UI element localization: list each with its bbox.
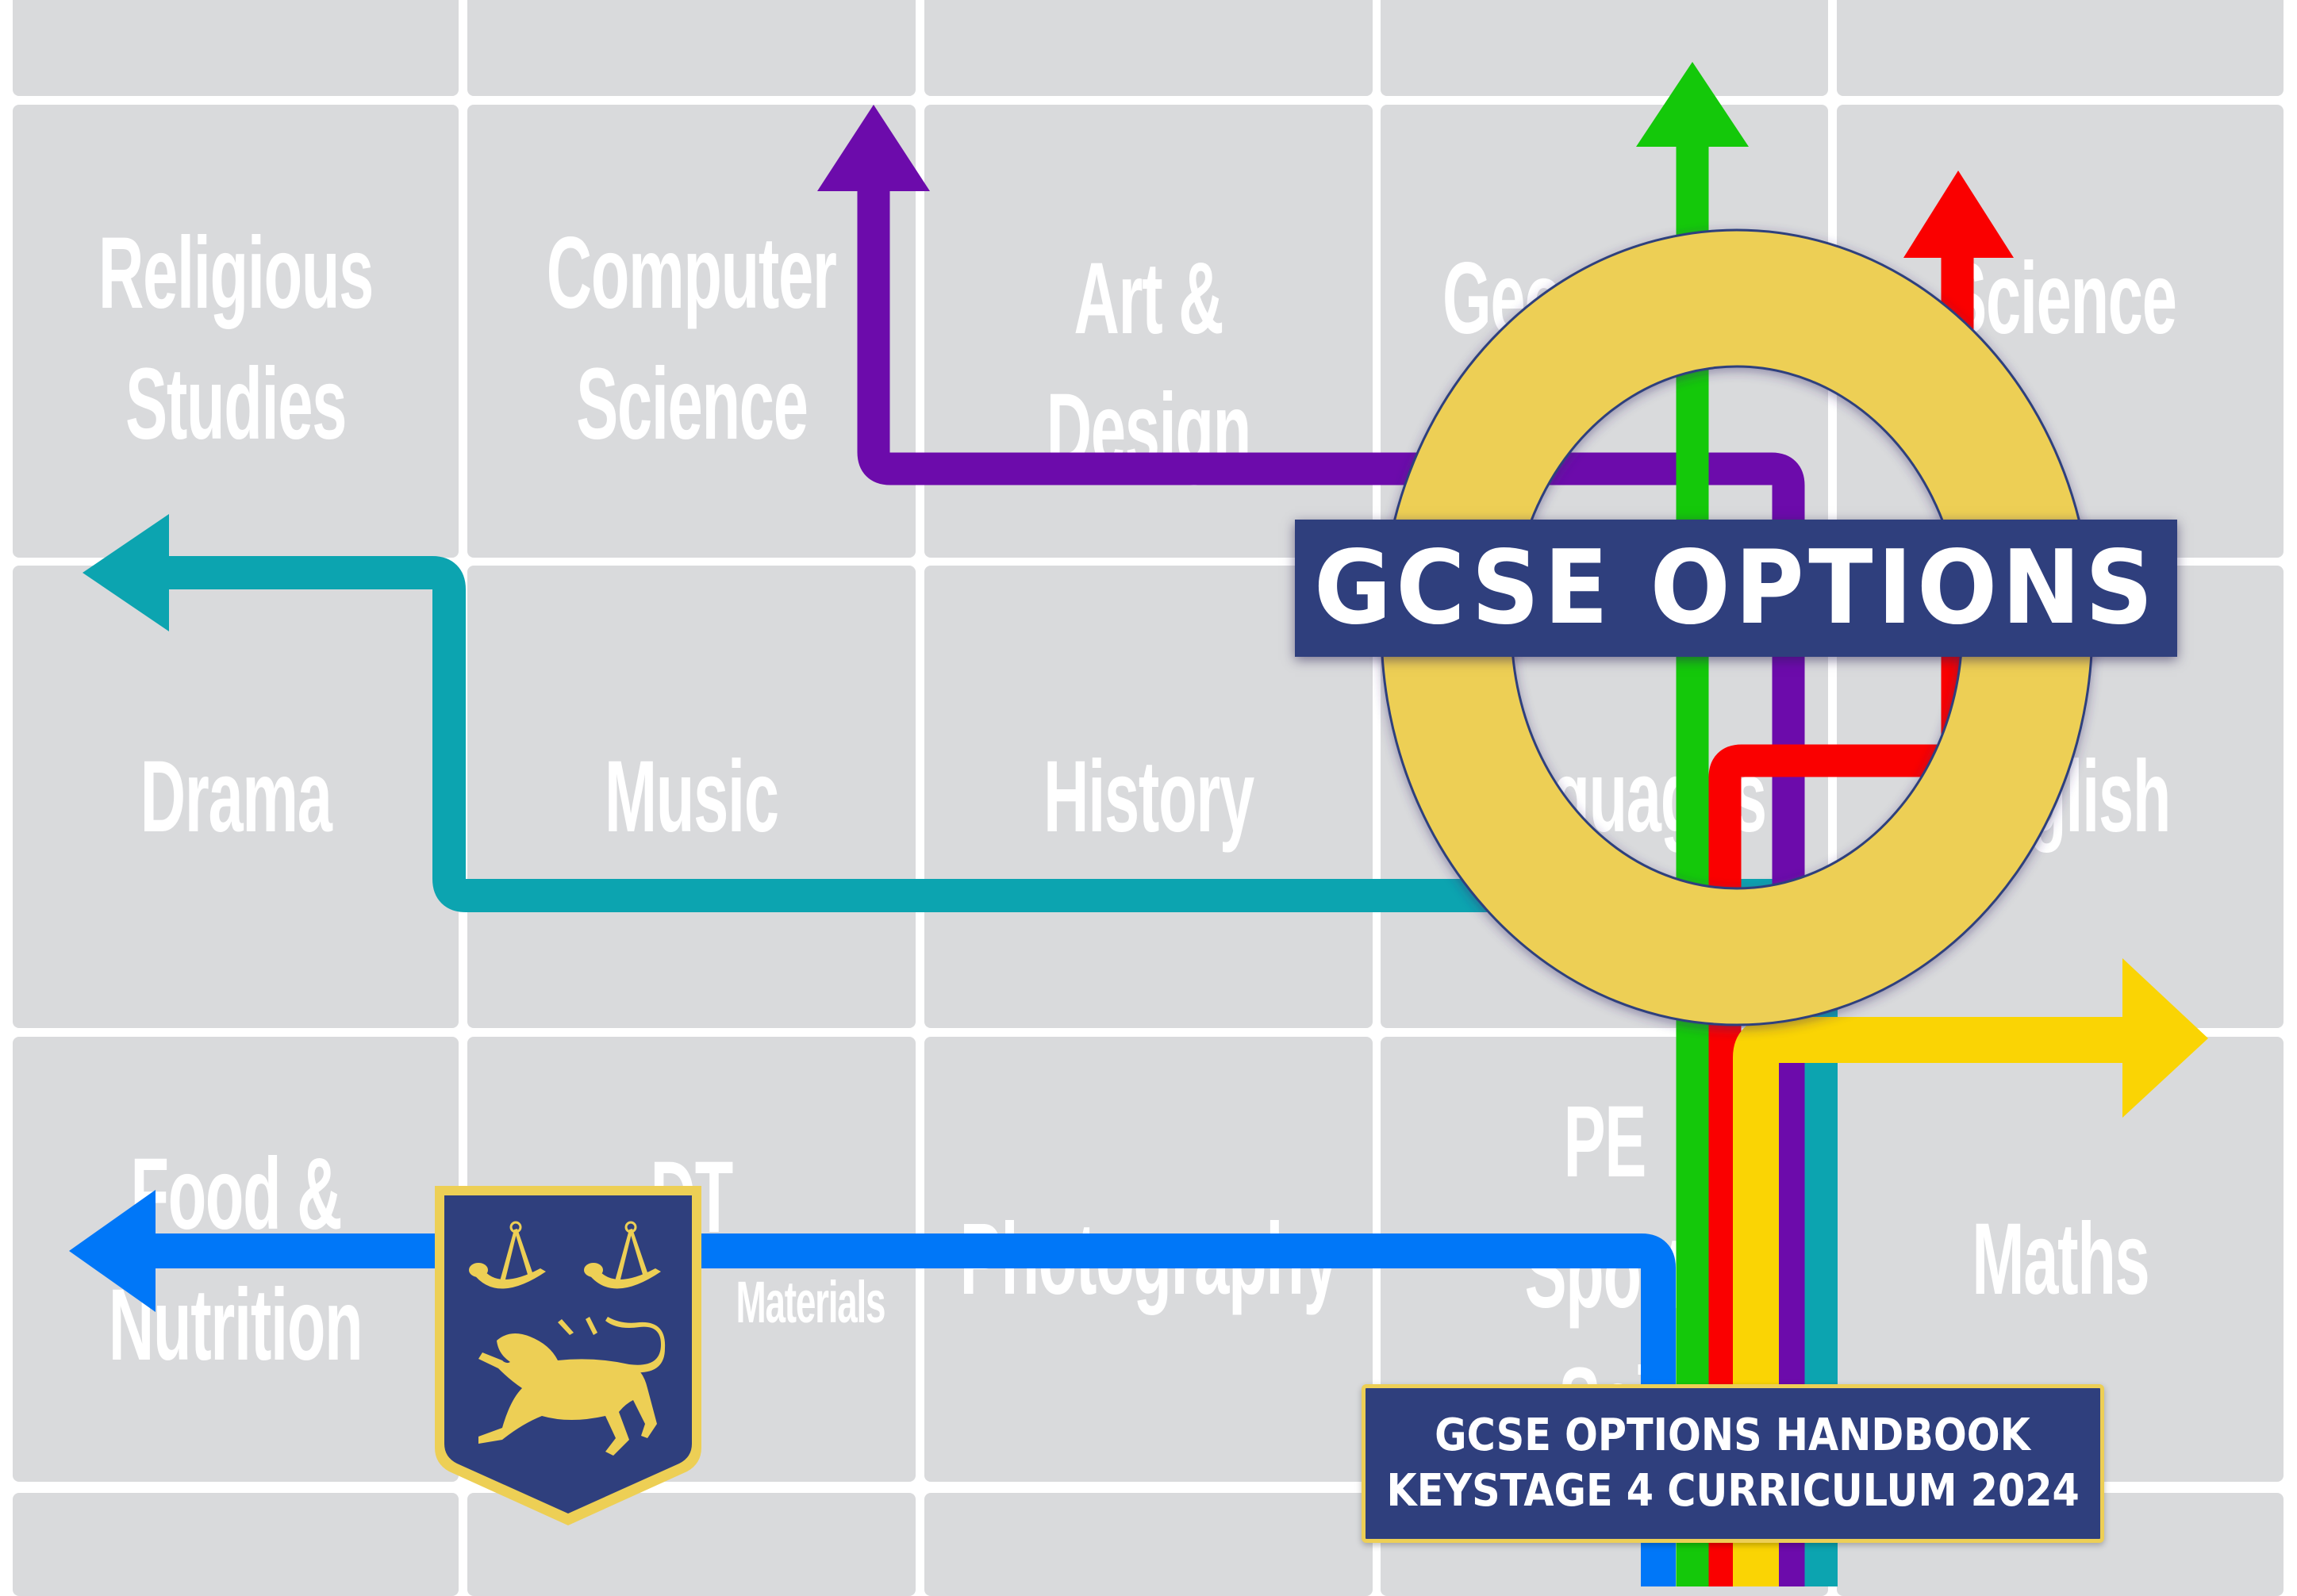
bugle-horn-icon	[584, 1221, 661, 1289]
grid-cell-empty	[13, 0, 459, 96]
route-teal-drama	[83, 514, 1838, 1586]
subject-label: Science	[1944, 242, 2177, 355]
school-crest-icon	[435, 1186, 701, 1525]
handbook-label: GCSE OPTIONS HANDBOOK KEYSTAGE 4 CURRICU…	[1362, 1384, 2104, 1543]
grid-cell-empty	[1381, 0, 1828, 96]
subject-label: Maths	[1971, 1203, 2149, 1316]
subject-label: History	[1043, 740, 1254, 854]
route-purple-computer-science	[817, 105, 1805, 1586]
route-yellow-maths	[1733, 958, 2208, 1586]
handbook-title: GCSE OPTIONS HANDBOOK	[1435, 1410, 2031, 1461]
lion-icon	[478, 1317, 666, 1456]
subject-label: Music	[605, 740, 779, 854]
grid-cell-empty	[924, 0, 1373, 96]
arrow-right-icon	[2122, 958, 2208, 1118]
arrow-up-icon	[1636, 62, 1749, 147]
roundel-ring	[1380, 228, 2094, 1026]
subject-label: Religious	[98, 217, 374, 330]
subject-label: Computer	[547, 217, 837, 330]
route-green-geography	[1636, 62, 1749, 1586]
grid-cell-empty	[13, 1493, 459, 1596]
subject-label: PE	[1563, 1085, 1646, 1199]
arrow-up-icon	[817, 105, 930, 191]
grid-cell-empty	[467, 0, 916, 96]
grid-cell-empty	[924, 1493, 1373, 1596]
handbook-subtitle: KEYSTAGE 4 CURRICULUM 2024	[1386, 1465, 2080, 1517]
arrow-up-icon	[1903, 171, 2014, 258]
subject-cell-drama: Drama	[13, 566, 459, 1028]
subject-label: Art &	[1074, 242, 1224, 355]
arrow-left-icon	[83, 514, 169, 631]
title-banner: GCSE OPTIONS	[1295, 520, 2177, 657]
subject-label: Materials	[736, 1269, 886, 1335]
subject-label: Science	[575, 347, 809, 461]
grid-cell-empty	[1837, 0, 2284, 96]
route-blue-food-nutrition	[69, 1190, 1676, 1586]
subject-label: Studies	[125, 347, 347, 461]
page-title: GCSE OPTIONS	[1314, 529, 2158, 647]
bugle-horn-icon	[469, 1221, 546, 1289]
subject-cell-religious-studies: Religious Studies	[13, 105, 459, 558]
subject-cell-music: Music	[467, 566, 916, 1028]
arrow-left-icon	[69, 1190, 156, 1312]
subject-label: Drama	[140, 740, 332, 854]
subject-label: Food &	[130, 1137, 342, 1251]
